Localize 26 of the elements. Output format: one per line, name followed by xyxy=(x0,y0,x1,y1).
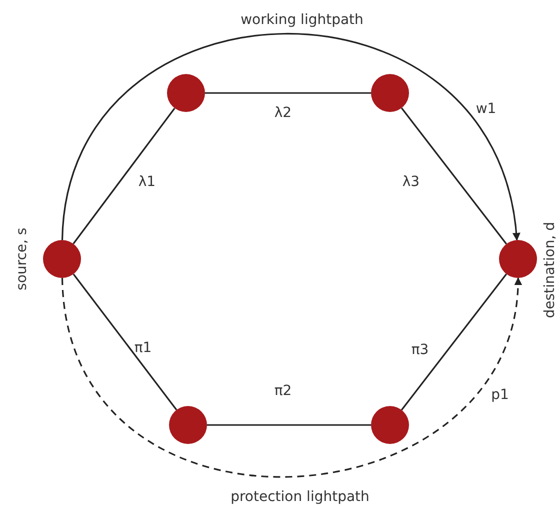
edge-label: π3 xyxy=(411,343,429,357)
circle-node xyxy=(43,240,81,278)
edge-label: π2 xyxy=(274,384,292,398)
circle-node xyxy=(499,240,537,278)
edge-label: protection lightpath xyxy=(230,490,370,504)
lightpath-arrow xyxy=(61,277,522,478)
link-line xyxy=(72,108,176,244)
circle-node xyxy=(371,74,409,112)
edge-label: working lightpath xyxy=(240,13,364,27)
edge-label: λ1 xyxy=(138,175,156,189)
link-line xyxy=(400,274,508,410)
node-caption: source, s xyxy=(15,228,29,290)
node-caption: destination, d xyxy=(543,222,557,318)
link-line xyxy=(72,274,178,410)
circle-node xyxy=(167,74,205,112)
link-line xyxy=(207,424,371,426)
link-line xyxy=(400,108,508,244)
edge-label: λ2 xyxy=(274,106,292,120)
circle-node xyxy=(371,406,409,444)
lightpath-arrow xyxy=(61,32,520,241)
path-label: p1 xyxy=(491,388,509,402)
edge-label: π1 xyxy=(134,341,152,355)
path-label: w1 xyxy=(476,102,496,116)
circle-node xyxy=(169,406,207,444)
edge-label: λ3 xyxy=(402,175,420,189)
link-line xyxy=(205,92,371,94)
